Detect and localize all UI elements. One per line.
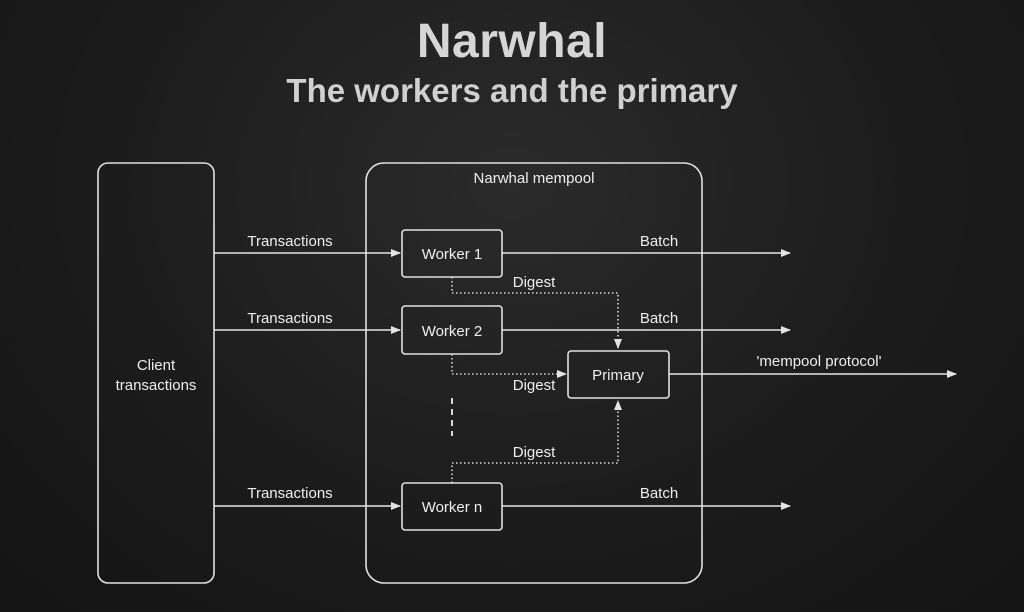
client-label-line2: transactions bbox=[116, 377, 197, 394]
digest-path-2 bbox=[451, 354, 567, 378]
digest-path-n bbox=[451, 400, 622, 483]
batch-label-n: Batch bbox=[640, 485, 678, 502]
mempool-protocol-label: 'mempool protocol' bbox=[757, 353, 882, 370]
digest-label-2: Digest bbox=[513, 377, 556, 394]
page-subtitle: The workers and the primary bbox=[286, 72, 738, 109]
worker-2-label: Worker 2 bbox=[422, 323, 483, 340]
digest-label-1: Digest bbox=[513, 274, 556, 291]
transactions-label-2: Transactions bbox=[247, 310, 332, 327]
client-label-line1: Client bbox=[137, 357, 176, 374]
digest-label-n: Digest bbox=[513, 444, 556, 461]
batch-label-1: Batch bbox=[640, 233, 678, 250]
transactions-label-1: Transactions bbox=[247, 233, 332, 250]
transactions-label-n: Transactions bbox=[247, 485, 332, 502]
mempool-label: Narwhal mempool bbox=[474, 170, 595, 187]
batch-label-2: Batch bbox=[640, 310, 678, 327]
page-title: Narwhal bbox=[416, 15, 608, 68]
client-box bbox=[97, 162, 215, 584]
mempool-container bbox=[365, 162, 703, 584]
worker-n-label: Worker n bbox=[422, 499, 483, 516]
digest-path-1 bbox=[451, 277, 622, 349]
worker-1-label: Worker 1 bbox=[422, 246, 483, 263]
primary-label: Primary bbox=[592, 367, 644, 384]
